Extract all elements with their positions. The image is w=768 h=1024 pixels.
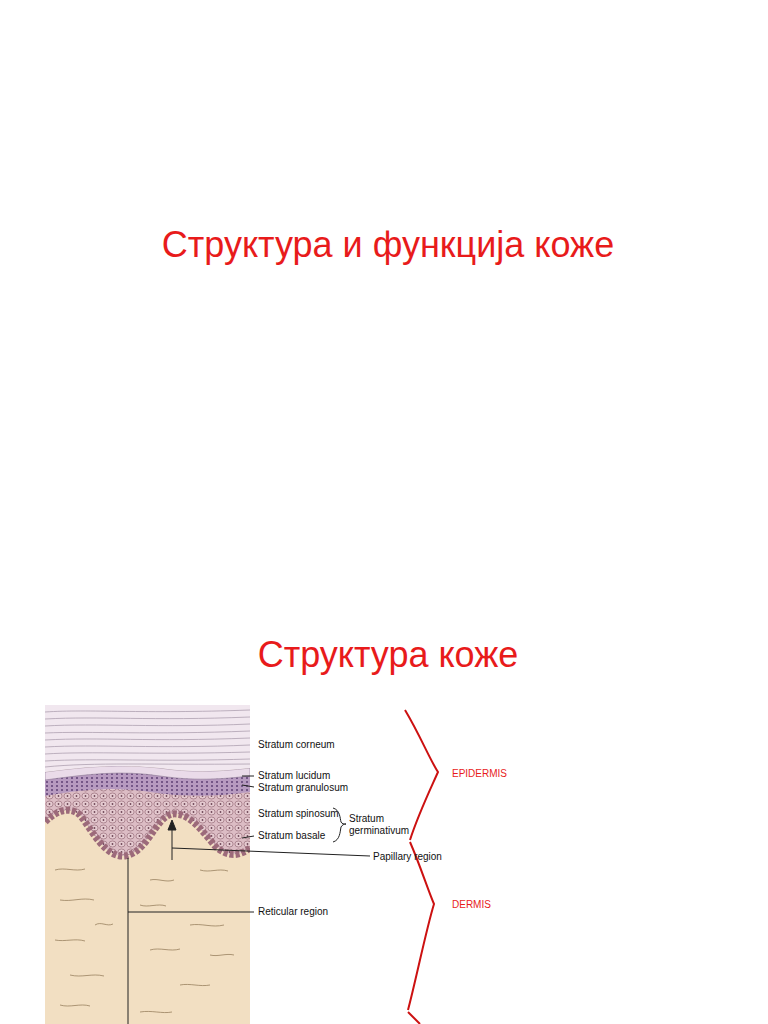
layer-label: EPIDERMIS <box>452 768 507 780</box>
layer-label: Stratum germinativum <box>349 813 419 836</box>
slide-title: Структура и функција коже <box>4 224 768 265</box>
leader-lines <box>128 776 370 1024</box>
layer-label: Papillary region <box>373 851 442 863</box>
skin-section <box>45 705 250 1024</box>
layer-label: Stratum lucidum <box>258 770 330 782</box>
layer-label: Stratum granulosum <box>258 782 348 794</box>
layer-label: Stratum basale <box>258 830 325 842</box>
layer-label: Stratum corneum <box>258 739 335 751</box>
layer-label: DERMIS <box>452 899 491 911</box>
slide-title: Структура коже <box>4 634 768 675</box>
layer-label: Stratum spinosum <box>258 808 339 820</box>
layer-brackets <box>405 710 438 1024</box>
layer-label: Reticular region <box>258 906 328 918</box>
